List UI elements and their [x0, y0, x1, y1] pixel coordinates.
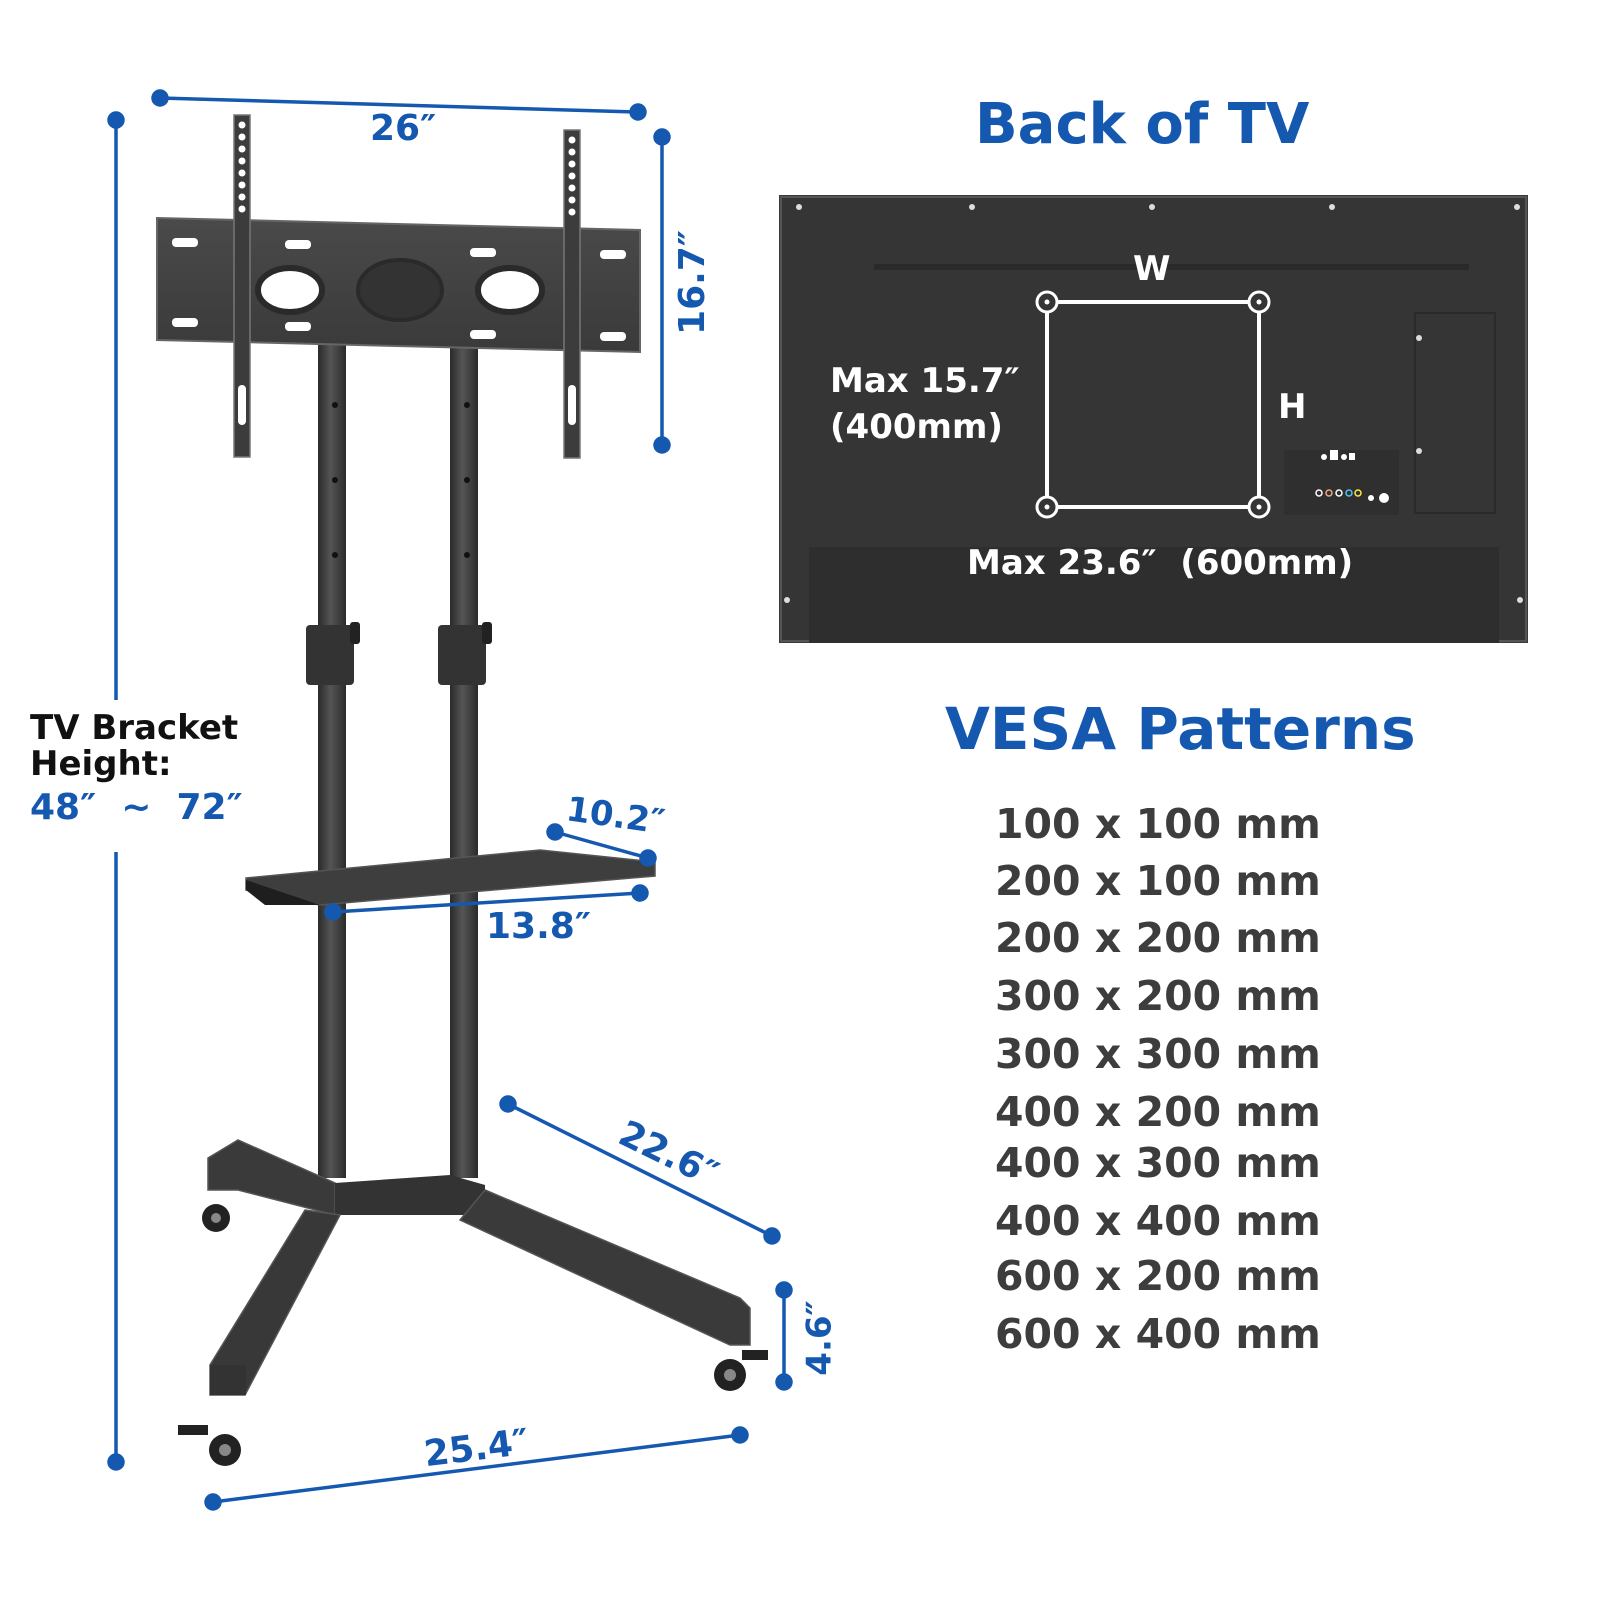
vesa-pattern-item: 400 x 200 mm [995, 1088, 1321, 1136]
vesa-pattern-item: 600 x 200 mm [995, 1252, 1321, 1300]
bracket-height-label: 16.7″ [671, 230, 713, 335]
tv-back-panel: W H Max 15.7″ (400mm) Max 23.6″ (600mm) [779, 195, 1528, 643]
vesa-hole-diagram [1045, 300, 1261, 509]
support-poles [306, 338, 492, 1178]
vesa-width-marker: W [1133, 249, 1171, 289]
vesa-height-marker: H [1278, 387, 1307, 427]
max-height-inches: Max 15.7″ [830, 361, 1020, 401]
max-height-mm: (400mm) [830, 407, 1003, 447]
vesa-pattern-item: 400 x 400 mm [995, 1197, 1321, 1245]
shelf-width-label: 13.8″ [486, 906, 591, 947]
vesa-pattern-item: 200 x 100 mm [995, 857, 1321, 905]
vesa-pattern-item: 100 x 100 mm [995, 800, 1321, 848]
back-of-tv-title: Back of TV [975, 92, 1310, 157]
base-height-label: 4.6″ [799, 1300, 840, 1376]
bracket-arms [233, 114, 581, 459]
tv-back-graphic [779, 195, 1528, 643]
vesa-patterns-title: VESA Patterns [945, 695, 1416, 763]
height-range-value: 48″ ~ 72″ [30, 787, 243, 828]
vesa-pattern-item: 300 x 300 mm [995, 1030, 1321, 1078]
vesa-patterns-list: 100 x 100 mm 200 x 100 mm 200 x 200 mm 3… [995, 800, 1355, 1380]
height-label-line2: Height: [30, 744, 172, 784]
vesa-pattern-item: 600 x 400 mm [995, 1310, 1321, 1358]
bracket-width-label: 26″ [370, 108, 437, 149]
rolling-base [178, 1139, 768, 1466]
vesa-pattern-item: 400 x 300 mm [995, 1139, 1321, 1187]
tv-bracket-plate [156, 216, 641, 354]
height-label-line1: TV Bracket [30, 708, 239, 748]
media-shelf [245, 849, 656, 906]
max-width-label: Max 23.6″ (600mm) [967, 543, 1354, 583]
vesa-pattern-item: 300 x 200 mm [995, 972, 1321, 1020]
dimension-lines [107, 89, 793, 1511]
max-height-label: Max 15.7″ (400mm) [830, 358, 1020, 450]
bracket-height-range: TV Bracket Height: 48″ ~ 72″ [30, 710, 243, 834]
vesa-pattern-item: 200 x 200 mm [995, 914, 1321, 962]
